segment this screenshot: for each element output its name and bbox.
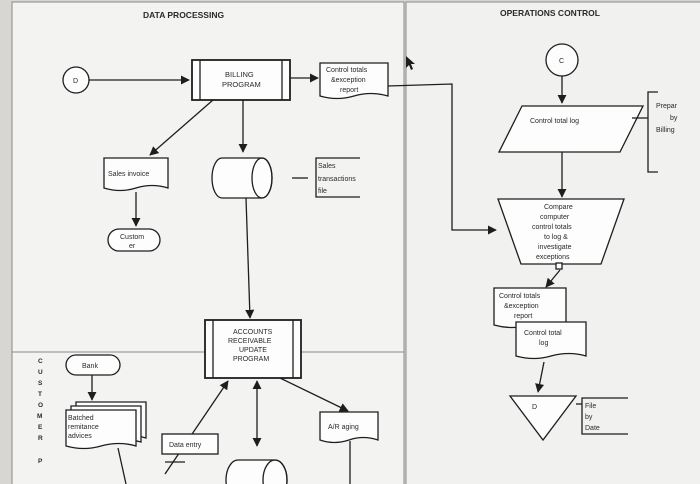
sales-transactions-annotation: Sales transactions file (315, 157, 360, 198)
sales-invoice-label: Sales invoice (108, 171, 149, 178)
sales-tx-line-3: file (318, 188, 327, 195)
compare-line-2: computer (540, 214, 570, 221)
remittance-line-2: remitance (68, 424, 99, 431)
compare-line-6: exceptions (536, 254, 570, 261)
remittance-line-1: Batched (68, 415, 94, 422)
ar-aging-label: A/R aging (328, 424, 359, 431)
customer-line-1: Custom (120, 234, 144, 241)
svg-text:P: P (38, 458, 43, 465)
connector-c-label: C (559, 58, 564, 65)
ops-ct-line-2: &exception (504, 303, 539, 310)
arrow-docs-to-file (535, 361, 545, 393)
customer-vertical-label: C U S T O M E R P (37, 358, 43, 465)
billing-line-2: PROGRAM (222, 80, 261, 89)
ar-update-program-box: ACCOUNTS RECEIVABLE UPDATE PROGRAM (204, 319, 302, 379)
operations-control-header: OPERATIONS CONTROL (500, 8, 600, 18)
bank-terminal: Bank (65, 354, 121, 376)
bank-label: Bank (82, 363, 98, 370)
svg-text:S: S (38, 380, 43, 387)
batched-remittance-stack: Batched remitance advices (65, 401, 147, 450)
compare-line-3: control totals (532, 224, 572, 231)
svg-text:T: T (38, 391, 42, 398)
ar-line-4: PROGRAM (233, 356, 269, 363)
data-processing-header: DATA PROCESSING (143, 10, 224, 20)
file-by-date-2: by (585, 414, 593, 421)
file-by-date-3: Date (585, 425, 600, 432)
prepared-line-2: by (670, 115, 678, 122)
prepared-bracket (647, 91, 658, 173)
ctl-log-label: Control total log (530, 118, 579, 125)
control-total-log-io: Control total log (497, 105, 645, 153)
arrow-billing-to-invoice (149, 99, 214, 156)
offline-file-triangle: D (508, 395, 578, 442)
ctl-doc-line-1: Control total (524, 330, 562, 337)
connector-d-label: D (73, 78, 78, 85)
sales-transactions-file (211, 157, 273, 199)
billing-line-1: BILLING (225, 70, 254, 79)
compare-small-marker (555, 262, 563, 270)
arrow-ar-to-aging (279, 377, 349, 412)
ar-line-2: RECEIVABLE (228, 338, 272, 345)
flow-report-to-compare (387, 83, 497, 235)
compare-line-4: to log & (544, 234, 568, 241)
data-entry-label: Data entry (169, 442, 202, 449)
ctl-doc-line-2: log (539, 340, 548, 347)
ct-report-line-2: &exception (331, 77, 366, 84)
remittance-line-3: advices (68, 433, 92, 440)
ops-ct-line-1: Control totals (499, 293, 541, 300)
ar-master-file (225, 459, 288, 484)
sales-tx-line-2: transactions (318, 176, 356, 183)
compare-line-1: Compare (544, 204, 573, 211)
ar-line-1: ACCOUNTS (233, 329, 273, 336)
compare-manual-operation: Compare computer control totals to log &… (497, 198, 625, 265)
sales-tx-line-1: Sales (318, 163, 336, 170)
file-by-date-1: File (585, 403, 596, 410)
customer-line-2: er (129, 243, 136, 250)
mouse-pointer-icon (406, 56, 415, 70)
prepared-line-1: Prepar (656, 103, 678, 110)
ar-master-file-end (262, 459, 288, 484)
file-by-date-annotation: File by Date (581, 397, 628, 435)
customer-terminal: Custom er (107, 228, 161, 252)
svg-text:E: E (38, 424, 43, 431)
compare-line-5: investigate (538, 244, 572, 251)
billing-program-box: BILLING PROGRAM (191, 59, 291, 101)
arrow-compare-to-outputs (545, 269, 561, 288)
data-entry-box: Data entry (161, 433, 219, 455)
ar-aging-doc: A/R aging (319, 411, 379, 444)
svg-text:R: R (38, 435, 43, 442)
control-totals-report-doc: Control totals &exception report (319, 62, 389, 100)
sales-invoice-doc: Sales invoice (103, 157, 169, 192)
prepared-line-3: Billing (656, 127, 675, 134)
svg-text:U: U (38, 369, 43, 376)
remittance-outflow (117, 447, 127, 484)
ar-line-3: UPDATE (239, 347, 267, 354)
arrow-data-entry-to-ar (164, 380, 229, 475)
ops-ct-line-3: report (514, 313, 532, 320)
svg-text:M: M (37, 413, 42, 420)
arrow-file-to-ar-update (245, 197, 255, 319)
control-total-log-doc: Control total log (515, 321, 587, 360)
ct-report-line-3: report (340, 87, 358, 94)
svg-text:O: O (38, 402, 43, 409)
file-marker-label: D (532, 404, 537, 411)
ct-report-line-1: Control totals (326, 67, 368, 74)
svg-text:C: C (38, 358, 43, 365)
